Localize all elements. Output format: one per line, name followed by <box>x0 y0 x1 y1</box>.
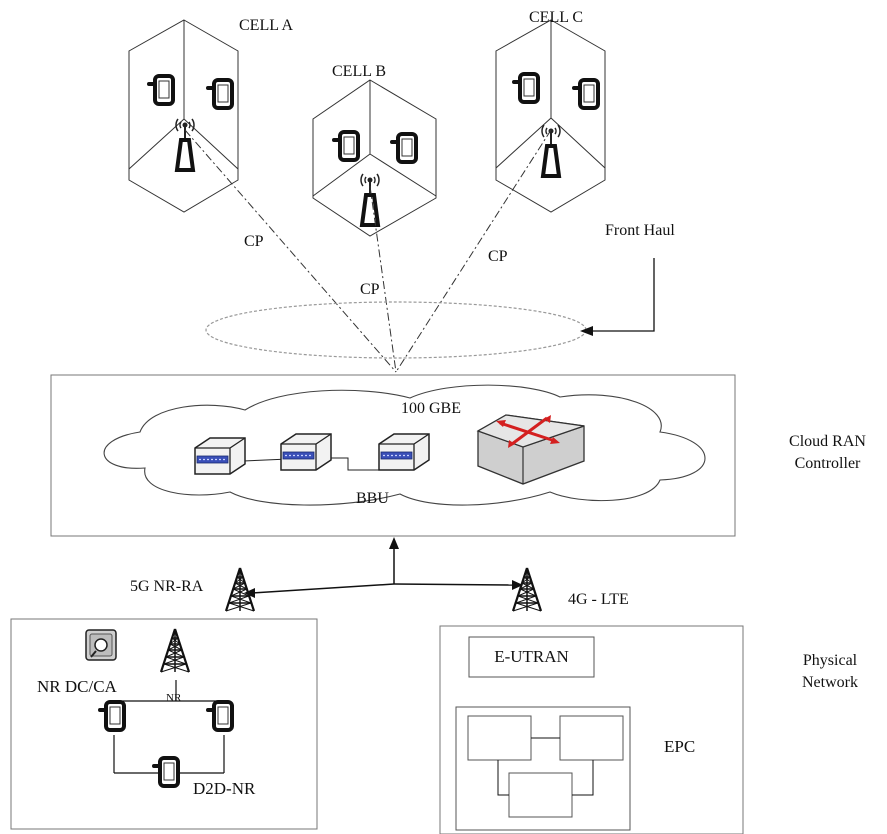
front-haul-ellipse <box>205 301 587 359</box>
epc-node <box>467 715 532 761</box>
lte-arrow <box>512 580 523 590</box>
cloud-ran-label-line2: Controller <box>794 455 861 472</box>
eutran-label: E-UTRAN <box>494 647 569 666</box>
bbu-server-icon <box>280 433 332 471</box>
epc-node <box>508 772 573 818</box>
physical-network-label-line2: Network <box>802 674 858 691</box>
cell-c <box>495 19 606 213</box>
backbone-label: 100 GBE <box>401 400 461 417</box>
physical-network-label-line1: Physical <box>802 652 858 669</box>
cell-a <box>128 19 239 213</box>
4g-lte-label: 4G - LTE <box>568 591 629 608</box>
camera-icon <box>85 629 117 661</box>
cp-label-c: CP <box>488 248 508 265</box>
cp-label-b: CP <box>360 281 380 298</box>
epc-node <box>559 715 624 761</box>
cell-a-label: CELL A <box>239 17 294 34</box>
eutran-box <box>468 636 595 678</box>
tower-icon <box>511 566 543 613</box>
cloud-ran-label-line1: Cloud RAN <box>789 433 866 450</box>
epc-links <box>497 737 594 796</box>
cp-links <box>184 129 552 373</box>
d2d-nr-label: D2D-NR <box>193 779 256 798</box>
router-icon <box>476 414 585 485</box>
epc-label: EPC <box>664 737 696 756</box>
cell-b-label: CELL B <box>332 63 387 80</box>
d2d-links <box>113 680 225 774</box>
front-haul-arrow <box>580 258 655 336</box>
nr-dc-ca-label: NR DC/CA <box>37 677 117 696</box>
bbu-server-icon <box>194 437 246 475</box>
cell-c-label: CELL C <box>529 9 584 26</box>
tower-icon <box>224 566 256 613</box>
uplink-arrow <box>389 537 399 549</box>
nr-label: NR <box>166 692 182 704</box>
5g-nr-ra-label: 5G NR-RA <box>130 578 204 595</box>
front-haul-label: Front Haul <box>605 222 675 239</box>
bbu-server-icon <box>378 433 430 471</box>
cp-label-a: CP <box>244 233 264 250</box>
nr-arrow <box>244 588 255 598</box>
backhaul-links <box>251 547 526 637</box>
bbu-label: BBU <box>356 490 389 507</box>
cell-b <box>312 79 437 237</box>
nr-network-box <box>10 618 318 830</box>
